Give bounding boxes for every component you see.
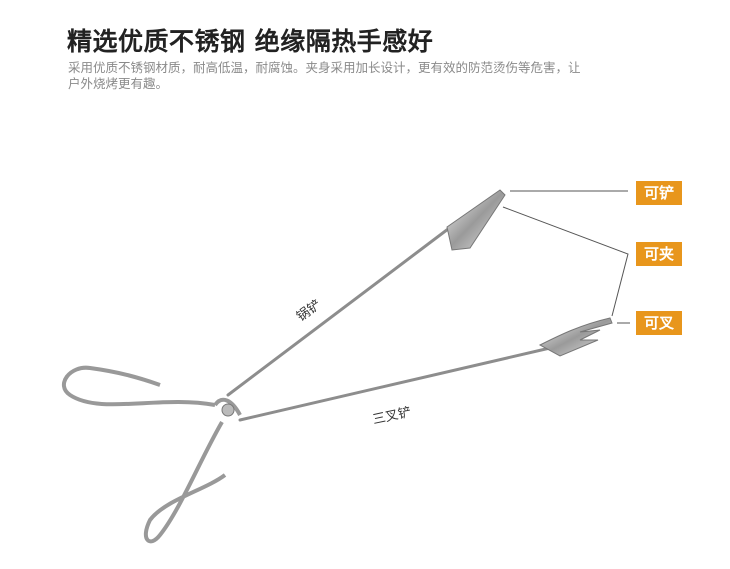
callout-shovel: 可铲 <box>636 181 682 205</box>
page-title: 精选优质不锈钢 绝缘隔热手感好 <box>67 27 434 56</box>
lower-arm <box>238 346 552 422</box>
lower-handle <box>143 420 227 544</box>
callout-clamp: 可夹 <box>636 242 682 266</box>
callout-lines <box>502 190 630 324</box>
callout-fork: 可叉 <box>636 311 682 335</box>
upper-arm <box>226 218 462 397</box>
product-description: 采用优质不锈钢材质，耐高低温，耐腐蚀。夹身采用加长设计，更有效的防范烫伤等危害，… <box>68 60 581 91</box>
fork-head <box>538 317 613 357</box>
hinge <box>221 403 235 417</box>
spatula-head <box>446 189 506 251</box>
upper-handle <box>61 365 216 407</box>
